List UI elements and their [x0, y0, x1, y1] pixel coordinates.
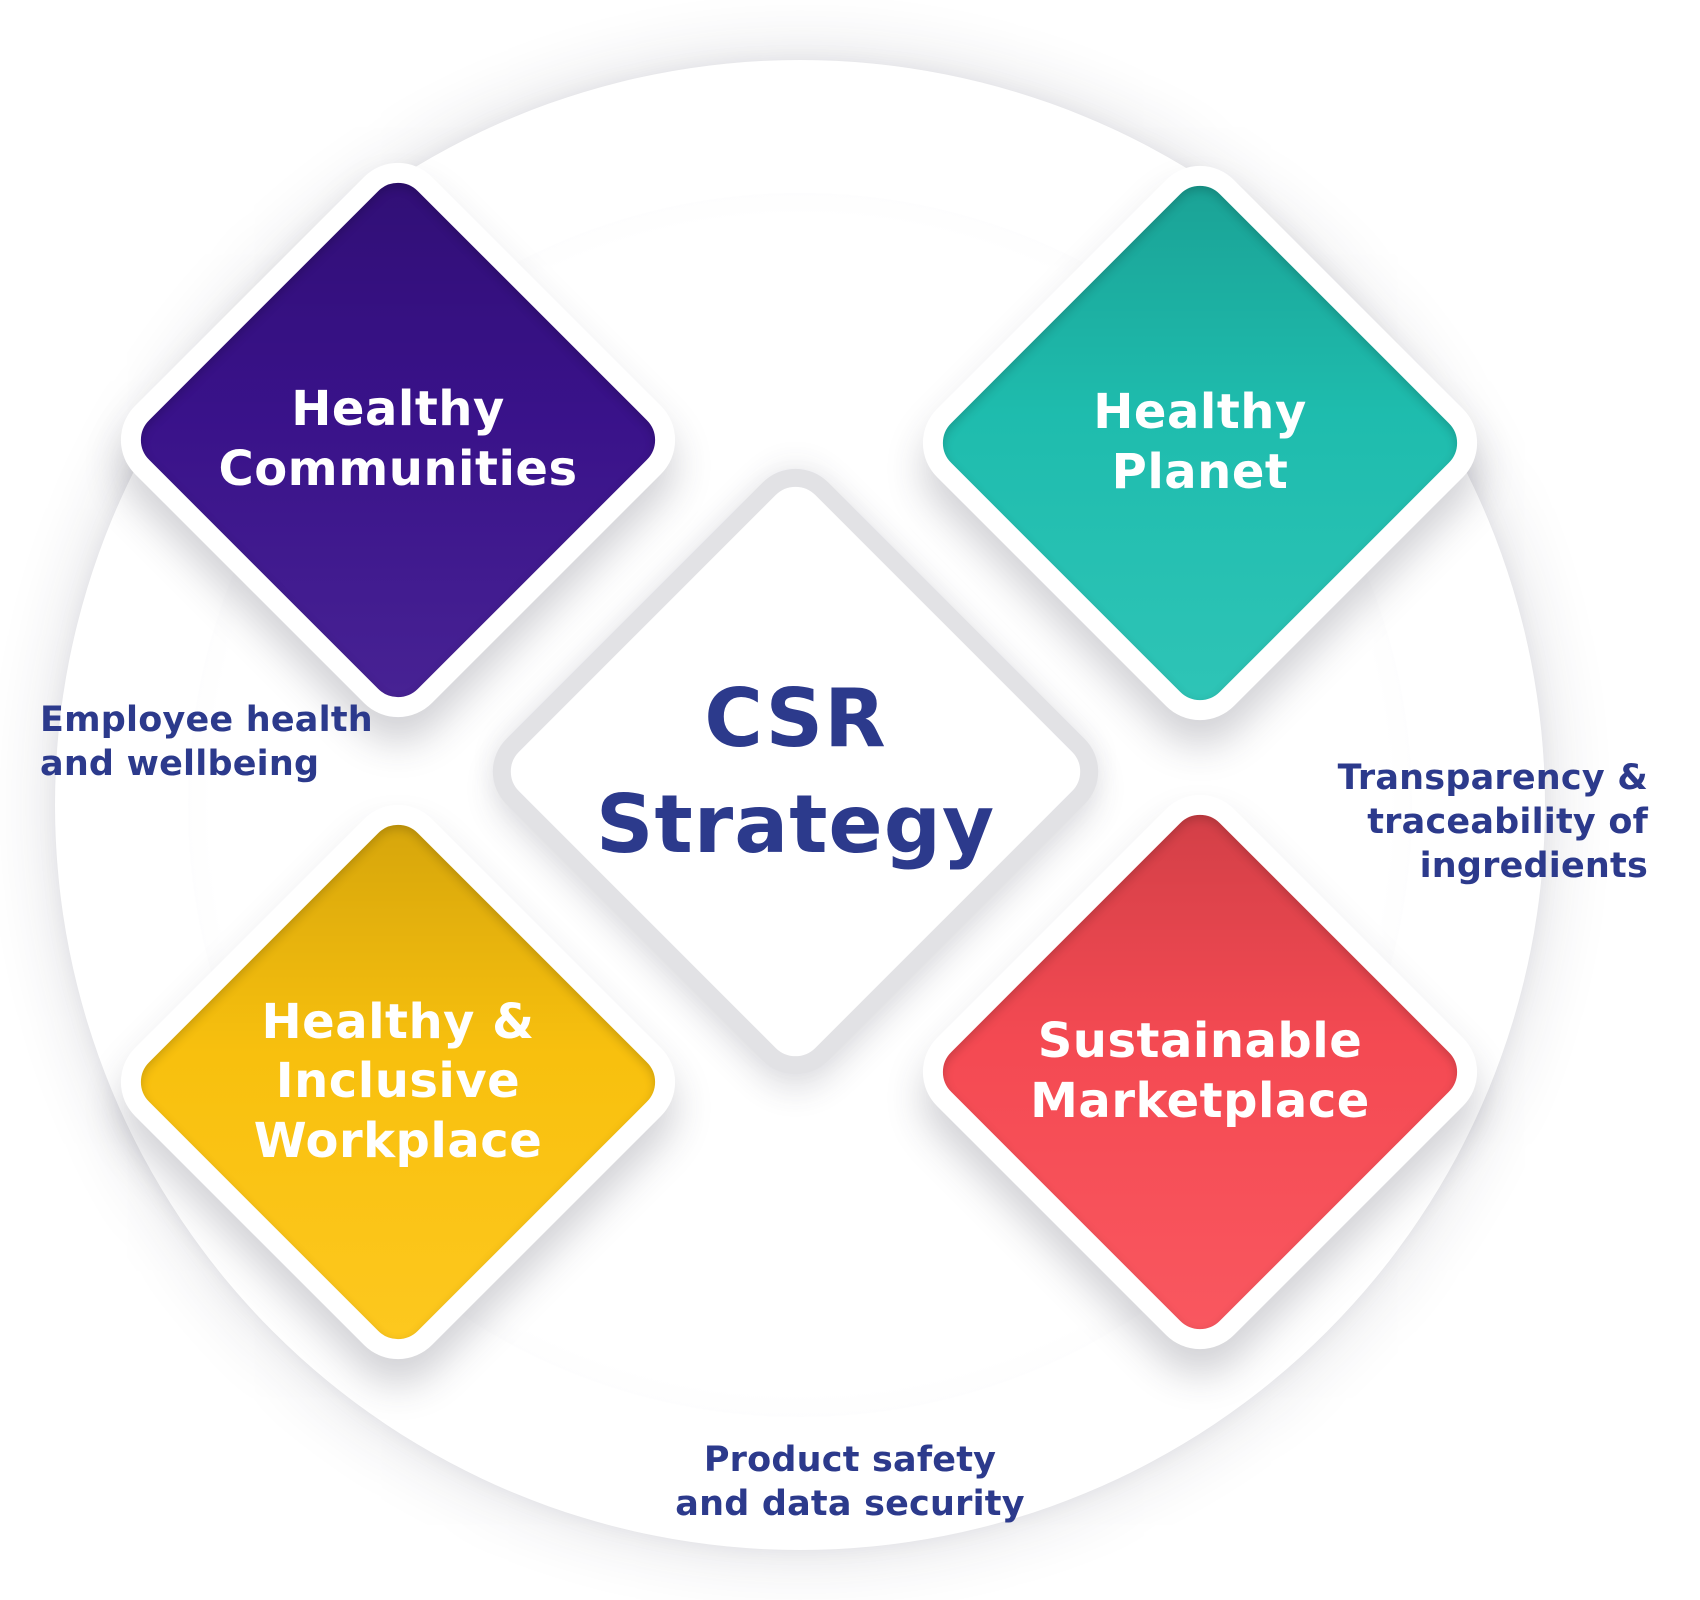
diamond-healthy-communities: Healthy Communities [101, 143, 695, 737]
diamond-healthy-planet: Healthy Planet [903, 146, 1497, 740]
annotation-transparency-traceability: Transparency & traceability of ingredien… [1337, 758, 1648, 887]
annotation-employee-health: Employee health and wellbeing [40, 700, 373, 785]
diamond-label-healthy-planet: Healthy Planet [1093, 384, 1307, 500]
center-title: CSR Strategy [595, 671, 996, 871]
diamond-label-sustainable-marketplace: Sustainable Marketplace [1030, 1013, 1370, 1129]
diamond-healthy-inclusive-workplace: Healthy & Inclusive Workplace [101, 785, 695, 1379]
diamond-label-healthy-inclusive-workplace: Healthy & Inclusive Workplace [253, 993, 543, 1169]
annotation-product-safety: Product safety and data security [675, 1440, 1025, 1525]
diamond-label-healthy-communities: Healthy Communities [218, 381, 578, 497]
